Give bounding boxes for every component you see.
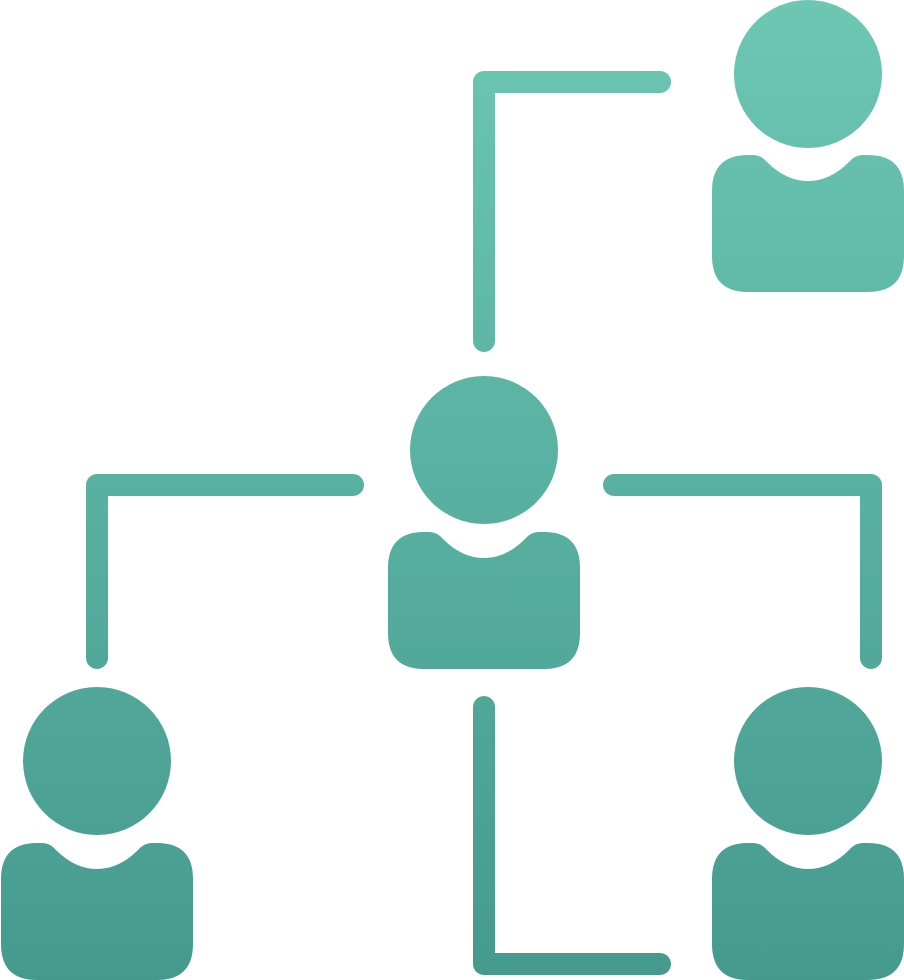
user-node-top-right (712, 0, 904, 292)
user-node-bottom-left (1, 687, 193, 980)
connector-lines (86, 71, 882, 975)
user-node-bottom-right (712, 687, 904, 980)
user-head-icon (410, 376, 558, 524)
user-body-icon (388, 532, 580, 669)
user-body-icon (1, 843, 193, 980)
user-body-icon (712, 155, 904, 292)
user-head-icon (734, 0, 882, 148)
connector-center-to-bottom-left (86, 474, 364, 669)
connector-center-to-bottom (473, 696, 671, 975)
connector-center-to-bottom-right (603, 474, 882, 669)
user-head-icon (23, 687, 171, 835)
user-head-icon (734, 687, 882, 835)
user-body-icon (712, 843, 904, 980)
user-node-center (388, 376, 580, 669)
connector-center-to-top-right (473, 71, 671, 352)
